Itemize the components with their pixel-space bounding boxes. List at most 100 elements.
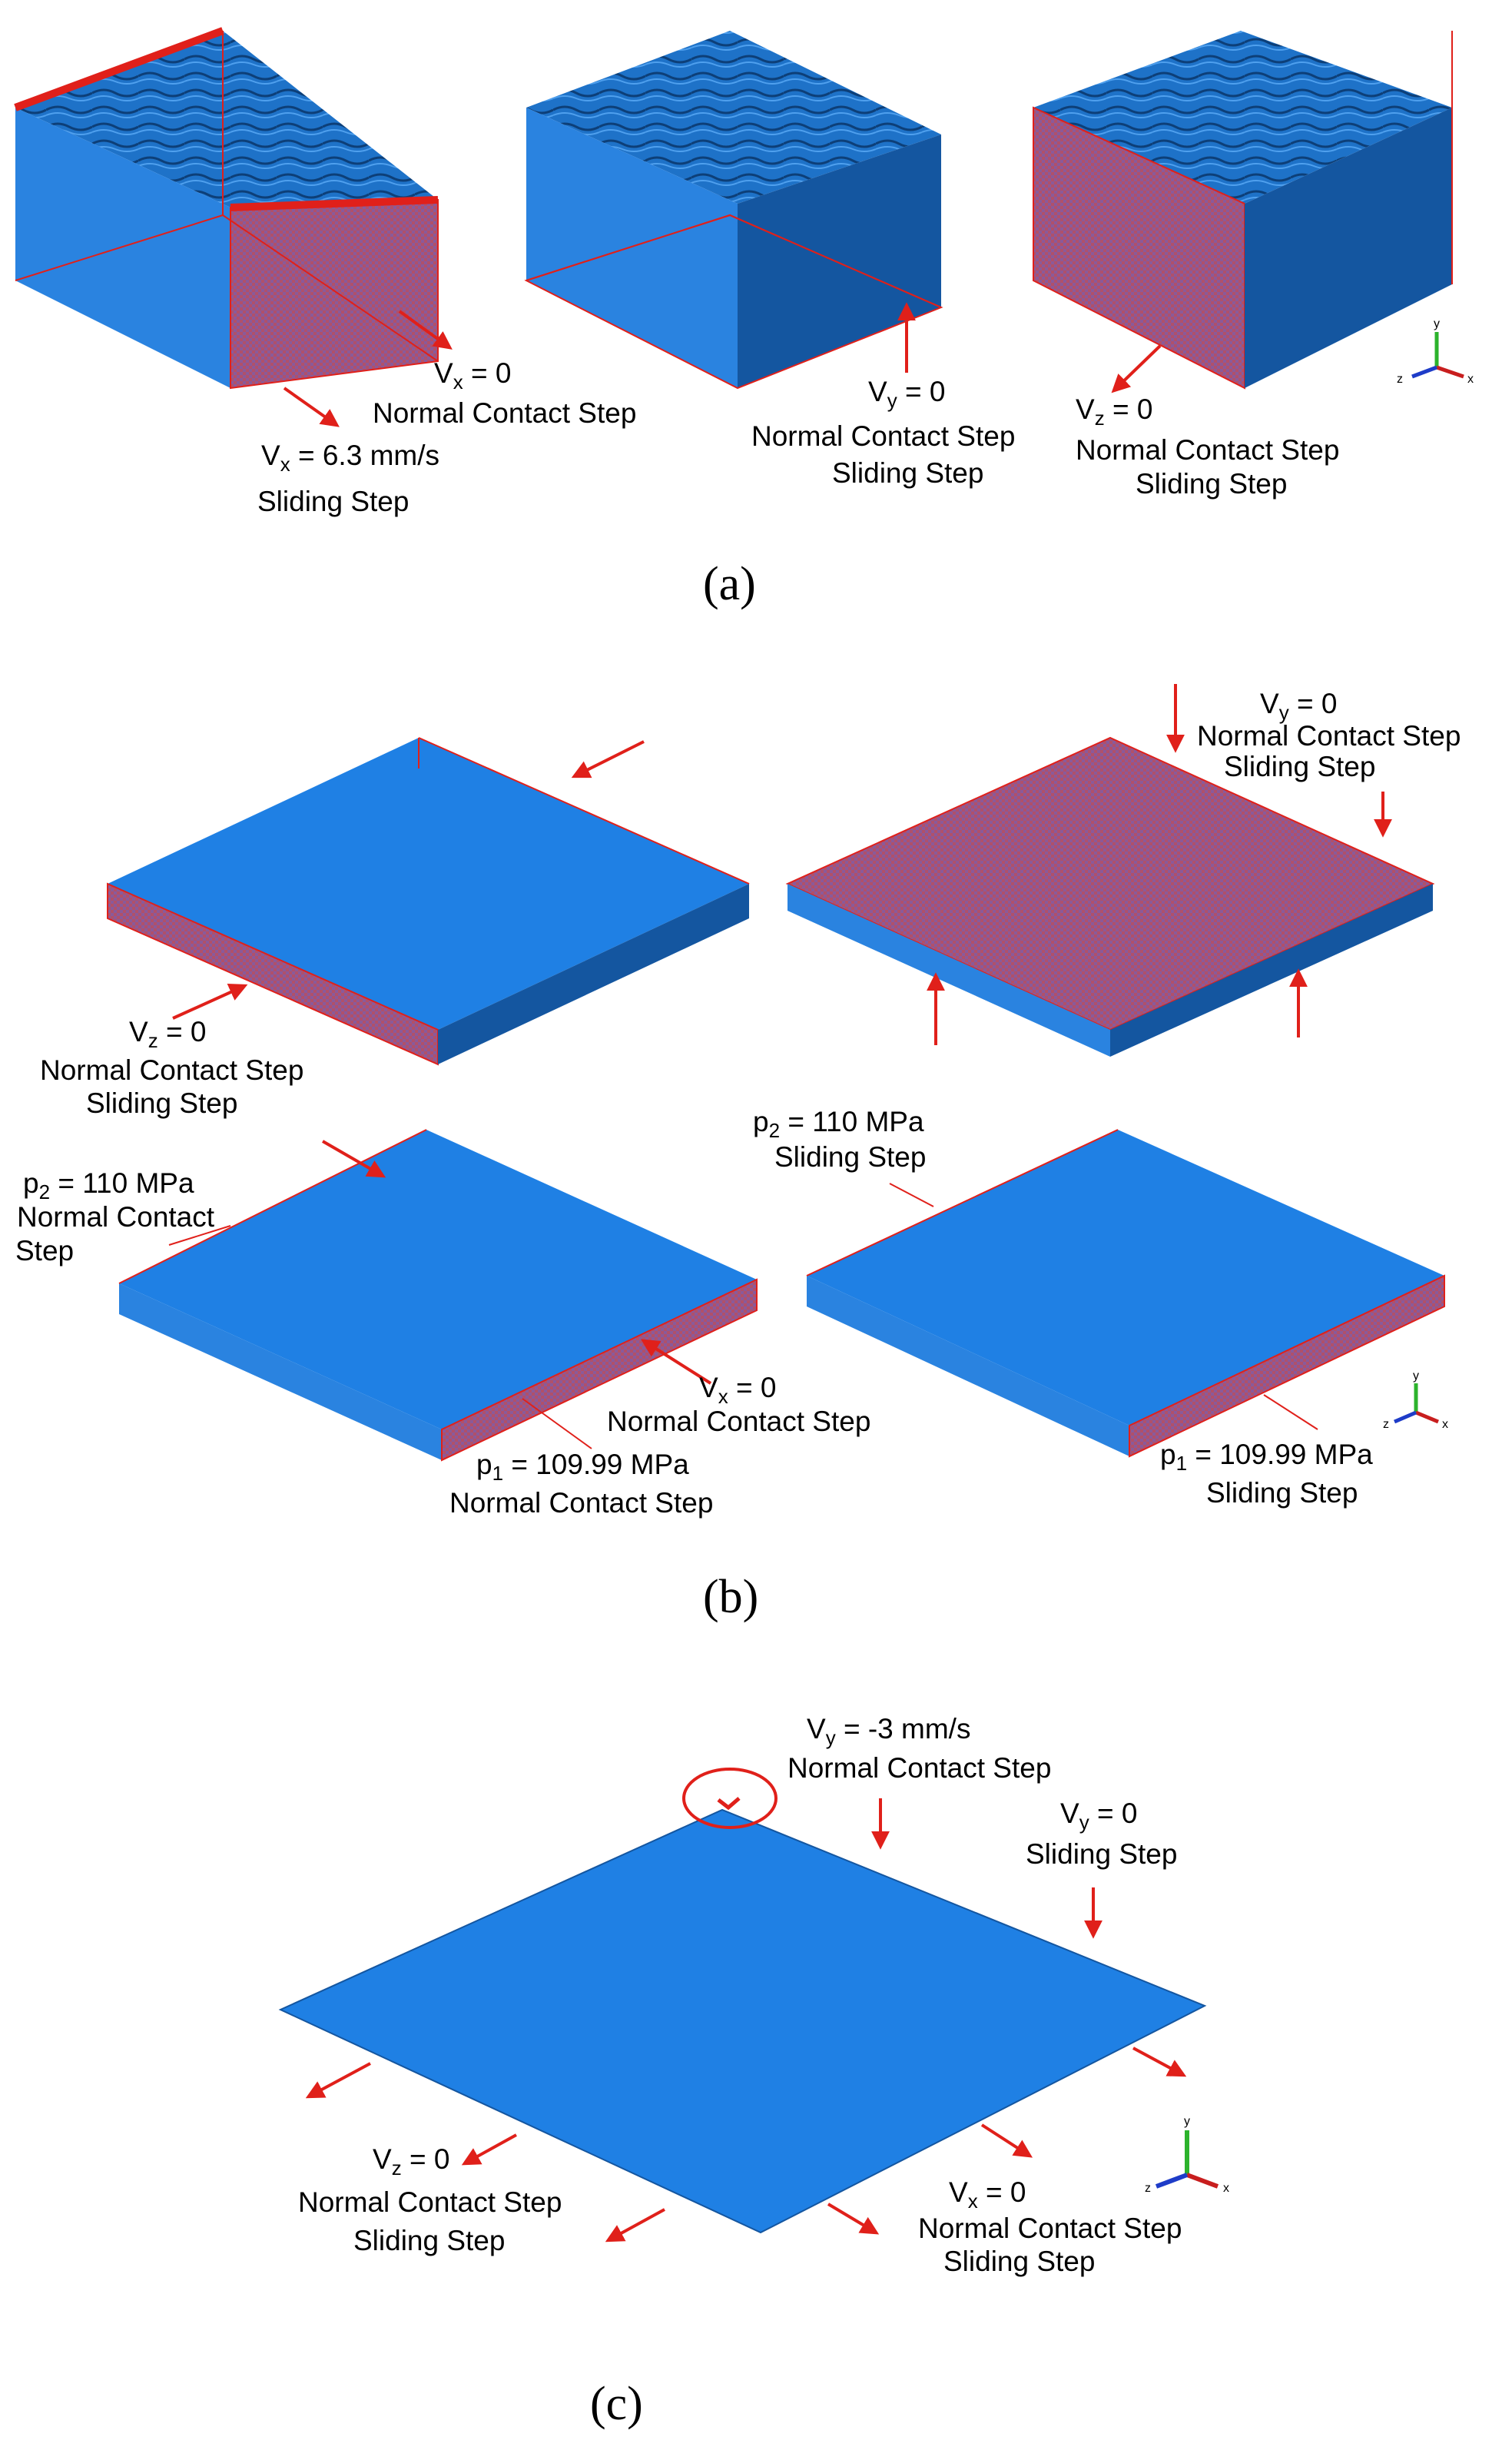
caption-a: (a) — [703, 558, 756, 610]
axis-triad-c: y x z — [1145, 2115, 1229, 2195]
label-c-bottom-step2: Sliding Step — [943, 2246, 1095, 2277]
plate-2-side — [1110, 884, 1433, 1057]
svg-text:y: y — [1434, 317, 1440, 330]
arrow-a-vz0 — [1111, 344, 1162, 393]
highlight-circle — [682, 1768, 778, 1829]
block-1-edge-highlight — [14, 27, 224, 111]
label-c-top: Vy = -3 mm/s — [807, 1713, 970, 1749]
label-a-vx0-step: Normal Contact Step — [373, 397, 636, 429]
block-3-side-face — [1245, 108, 1452, 388]
block-1-edge-highlight-2 — [230, 196, 439, 211]
block-1-front-face — [15, 108, 230, 388]
arrow-a-vx0 — [398, 310, 453, 350]
svg-text:y: y — [1184, 2115, 1190, 2128]
label-c-left-step1: Normal Contact Step — [298, 2186, 562, 2218]
plate-4-top — [807, 1130, 1444, 1426]
plate-1-edges — [418, 737, 750, 885]
label-a-vy0-step2: Sliding Step — [832, 457, 983, 489]
label-a-vy0-step1: Normal Contact Step — [751, 420, 1015, 452]
label-b3-p1-step: Normal Contact Step — [449, 1487, 713, 1519]
label-c-right-step: Sliding Step — [1026, 1838, 1177, 1870]
block-3-top-face — [1033, 31, 1452, 204]
panel-a: Vx = 0 Normal Contact Step Vx = 6.3 mm/s… — [14, 27, 1474, 610]
plate-4-edge — [806, 1129, 1119, 1276]
label-b2-step1: Normal Contact Step — [1197, 720, 1461, 752]
arrow-b3-p2-line — [168, 1225, 231, 1246]
block-1-top-face — [15, 31, 438, 207]
caption-b: (b) — [703, 1571, 758, 1623]
label-b4-p2-step: Sliding Step — [774, 1141, 926, 1173]
label-b3-p2-step1: Normal Contact — [17, 1201, 215, 1233]
label-b3-vx-step: Normal Contact Step — [607, 1406, 870, 1437]
label-c-left-step2: Sliding Step — [353, 2225, 505, 2256]
label-c-bottom: Vx = 0 — [949, 2176, 1026, 2213]
arrow-c-left2 — [461, 2133, 517, 2166]
label-b1-vz: Vz = 0 — [129, 1016, 206, 1052]
axis-triad-a: y x z — [1397, 317, 1474, 386]
label-a-vy0: Vy = 0 — [868, 376, 945, 412]
label-c-top-step: Normal Contact Step — [788, 1752, 1051, 1784]
label-b3-p1: p1 = 109.99 MPa — [476, 1449, 689, 1485]
plate-4-front — [807, 1276, 1129, 1456]
arrow-c-bottom — [980, 2123, 1033, 2158]
plate-3 — [118, 1129, 758, 1462]
label-a-vz0-step1: Normal Contact Step — [1076, 434, 1339, 466]
plate-3-front — [119, 1283, 442, 1460]
label-b2-step2: Sliding Step — [1224, 751, 1375, 782]
plate-1-top — [108, 738, 749, 1030]
block-2-top-face — [526, 31, 941, 204]
plate-4-side — [1129, 1274, 1445, 1458]
svg-text:x: x — [1442, 1418, 1448, 1431]
label-a-vz0: Vz = 0 — [1076, 393, 1152, 430]
caption-c: (c) — [590, 2378, 643, 2430]
block-1 — [14, 27, 439, 390]
label-a-vx0: Vx = 0 — [434, 357, 511, 393]
block-2-bottom-outline — [524, 214, 943, 390]
svg-text:y: y — [1413, 1369, 1419, 1383]
svg-text:x: x — [1467, 373, 1474, 386]
panel-c: Vy = -3 mm/s Normal Contact Step Vy = 0 … — [278, 1713, 1229, 2430]
plate-2-front — [788, 884, 1110, 1057]
label-b4-p1-step: Sliding Step — [1206, 1477, 1358, 1509]
label-b3-p2: p2 = 110 MPa — [23, 1167, 194, 1203]
plate-1-side — [438, 884, 749, 1064]
label-b4-p2: p2 = 110 MPa — [753, 1106, 924, 1142]
arrow-b1-top — [571, 740, 645, 778]
plate-3-side — [441, 1278, 758, 1462]
plate-2 — [785, 736, 1435, 1057]
label-b1-step1: Normal Contact Step — [40, 1054, 303, 1086]
arrow-c-right — [1132, 2047, 1187, 2077]
block-2-side-face — [738, 134, 941, 388]
label-b3-vx: Vx = 0 — [699, 1372, 776, 1408]
label-b1-step2: Sliding Step — [86, 1087, 237, 1119]
arrow-b4-p2-line — [889, 1183, 934, 1207]
arrow-c-bottom-left — [605, 2208, 665, 2243]
label-a-vx63-step: Sliding Step — [257, 486, 409, 517]
axis-triad-b: y x z — [1383, 1369, 1448, 1431]
arrow-c-bottom-mid — [827, 2203, 880, 2235]
svg-text:z: z — [1145, 2182, 1151, 2195]
label-a-vx63: Vx = 6.3 mm/s — [261, 440, 439, 476]
thin-plate — [278, 1808, 1207, 2234]
arrow-b4-p1-line — [1263, 1394, 1318, 1430]
plate-3-top — [119, 1130, 757, 1429]
label-b3-p2-step2: Step — [15, 1235, 74, 1266]
panel-b: Vz = 0 Normal Contact Step Sliding Step … — [15, 684, 1461, 1623]
svg-text:z: z — [1383, 1418, 1389, 1431]
plate-4 — [806, 1129, 1445, 1458]
svg-text:x: x — [1223, 2182, 1229, 2195]
block-2 — [524, 31, 943, 390]
label-b4-p1: p1 = 109.99 MPa — [1160, 1439, 1373, 1475]
arrow-b3-p2 — [322, 1140, 386, 1178]
arrow-b3-vx — [640, 1339, 712, 1385]
label-c-right: Vy = 0 — [1060, 1798, 1137, 1834]
label-a-vz0-step2: Sliding Step — [1136, 468, 1287, 500]
arrow-b3-p1-line — [522, 1398, 592, 1449]
label-b2-vy: Vy = 0 — [1260, 688, 1337, 724]
arrow-b1-bottom — [172, 983, 248, 1020]
block-2-front-face — [526, 108, 738, 388]
block-3 — [1033, 31, 1453, 390]
arrow-c-left — [305, 2062, 371, 2099]
block-1-side-face — [230, 198, 439, 390]
